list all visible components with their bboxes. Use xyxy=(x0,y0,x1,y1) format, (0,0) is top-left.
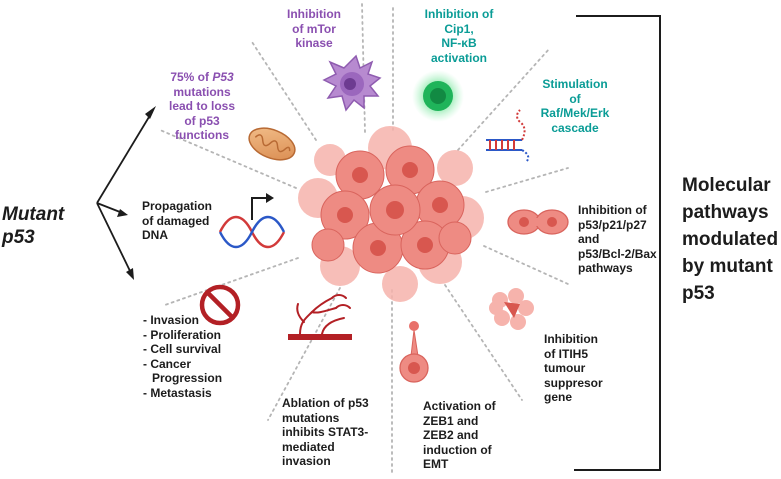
radial-connector-lines xyxy=(159,3,569,475)
mitochondrion-icon xyxy=(248,127,296,161)
label-p53-pathways-inhibition: Inhibition of p53/p21/p27 and p53/Bcl-2/… xyxy=(578,203,657,276)
arrow-to-propagation-head xyxy=(117,209,128,217)
connector-line-left-upper xyxy=(159,129,297,189)
arrow-to-loss xyxy=(96,111,153,204)
arrow-to-invasion xyxy=(96,202,132,274)
label-itih5-inhibition: Inhibition of ITIH5 tumour suppresor gen… xyxy=(544,332,603,405)
arrow-to-invasion-head xyxy=(126,268,134,280)
label-invasion-list: - Invasion - Proliferation - Cell surviv… xyxy=(143,313,223,400)
migrating-cell-icon xyxy=(399,321,429,383)
arrow-to-propagation xyxy=(96,202,121,213)
arrow-to-loss-head xyxy=(145,106,156,119)
connector-line-left-lower xyxy=(164,257,299,306)
macrophage-icon xyxy=(322,54,382,112)
dna-unwinding-icon xyxy=(486,109,530,163)
blood-vessel-icon xyxy=(288,294,352,340)
connector-line-right-upper xyxy=(485,167,569,193)
connector-line-right-lower xyxy=(483,245,569,285)
dna-transcription-icon xyxy=(218,193,286,249)
connector-line-top-left xyxy=(251,41,317,141)
label-raf-stimulation: Stimulation of Raf/Mek/Erk cascade xyxy=(540,77,610,135)
label-zeb-activation: Activation of ZEB1 and ZEB2 and inductio… xyxy=(423,399,496,472)
connector-line-bottom-right xyxy=(444,284,523,401)
tumor-mass-icon xyxy=(298,126,484,302)
pathways-bracket xyxy=(574,15,661,471)
pathways-title: Molecular pathways modulated by mutant p… xyxy=(682,175,779,304)
label-ablation-stat3: Ablation of p53 mutations inhibits STAT3… xyxy=(282,396,369,469)
mutant-arrows xyxy=(96,106,156,280)
label-loss-of-function: 75% of P53 mutations lead to loss of p53… xyxy=(168,70,236,143)
cell-cluster-icon xyxy=(489,288,534,330)
mutant-p53-title: Mutant p53 xyxy=(2,204,65,248)
no-entry-icon xyxy=(199,284,241,326)
label-propagation-damaged-dna: Propagation of damaged DNA xyxy=(142,199,213,243)
label-mtor-inhibition: Inhibition of mTor kinase xyxy=(287,7,341,51)
label-cip1-inhibition: Inhibition of Cip1, NF-κB activation xyxy=(424,7,494,65)
green-cell-icon xyxy=(412,70,464,122)
connector-line-top-right xyxy=(457,47,551,151)
cell-division-icon xyxy=(507,209,569,235)
